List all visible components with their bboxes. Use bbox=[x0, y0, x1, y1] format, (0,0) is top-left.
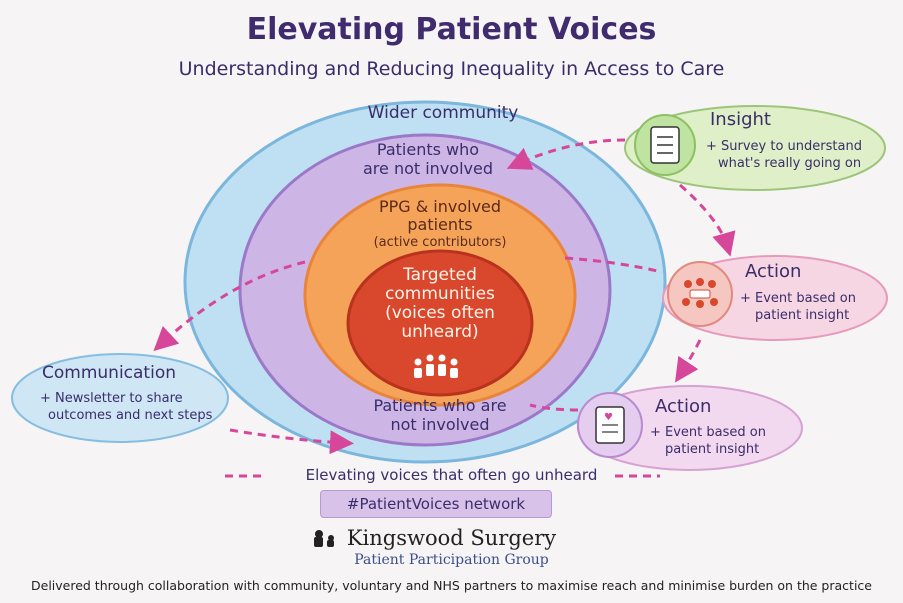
brand-subtitle: Patient Participation Group bbox=[354, 552, 549, 568]
ring-targeted bbox=[346, 249, 534, 397]
page-subtitle: Understanding and Reducing Inequality in… bbox=[178, 58, 725, 80]
action1-line1: + Event based on bbox=[740, 291, 856, 306]
tagline: Elevating voices that often go unheard bbox=[305, 466, 598, 484]
not-involved-top-line1: Patients who bbox=[376, 140, 480, 159]
wider-community-label: Wider community bbox=[367, 103, 519, 123]
footer-text: Delivered through collaboration with com… bbox=[31, 578, 872, 593]
action2-title: Action bbox=[655, 396, 712, 417]
action1-line2: patient insight bbox=[755, 308, 850, 323]
insight-line2: what's really going on bbox=[718, 156, 862, 171]
dog-logo-icon bbox=[314, 530, 334, 547]
people-icon bbox=[414, 354, 458, 378]
core-line3: (voices often bbox=[385, 303, 495, 323]
not-involved-top-line2: are not involved bbox=[362, 159, 493, 178]
action1-title: Action bbox=[745, 261, 802, 282]
insight-line1: + Survey to understand bbox=[706, 139, 862, 154]
action2-line2: patient insight bbox=[665, 442, 760, 457]
svg-text:♥: ♥ bbox=[604, 412, 613, 423]
core-line1: Targeted bbox=[403, 265, 477, 285]
not-involved-bottom-line1: Patients who are bbox=[373, 396, 507, 415]
not-involved-bottom-line2: not involved bbox=[390, 415, 490, 434]
group-icon bbox=[682, 278, 718, 308]
communication-line2: outcomes and next steps bbox=[48, 408, 213, 423]
hashtag-banner: #PatientVoices network bbox=[320, 490, 552, 518]
ppg-line2: patients bbox=[407, 215, 473, 234]
ppg-line1: PPG & involved bbox=[378, 197, 502, 216]
communication-title: Communication bbox=[42, 363, 176, 383]
page-title: Elevating Patient Voices bbox=[246, 12, 657, 47]
core-line2: communities bbox=[385, 284, 495, 304]
core-line4: unheard) bbox=[401, 322, 479, 342]
ppg-line3: (active contributors) bbox=[373, 235, 507, 250]
action2-line1: + Event based on bbox=[650, 425, 766, 440]
communication-box bbox=[11, 353, 229, 443]
brand-name: Kingswood Surgery bbox=[346, 526, 557, 550]
arrows bbox=[153, 138, 736, 478]
insight-title: Insight bbox=[710, 109, 771, 130]
communication-line1: + Newsletter to share bbox=[40, 391, 183, 406]
